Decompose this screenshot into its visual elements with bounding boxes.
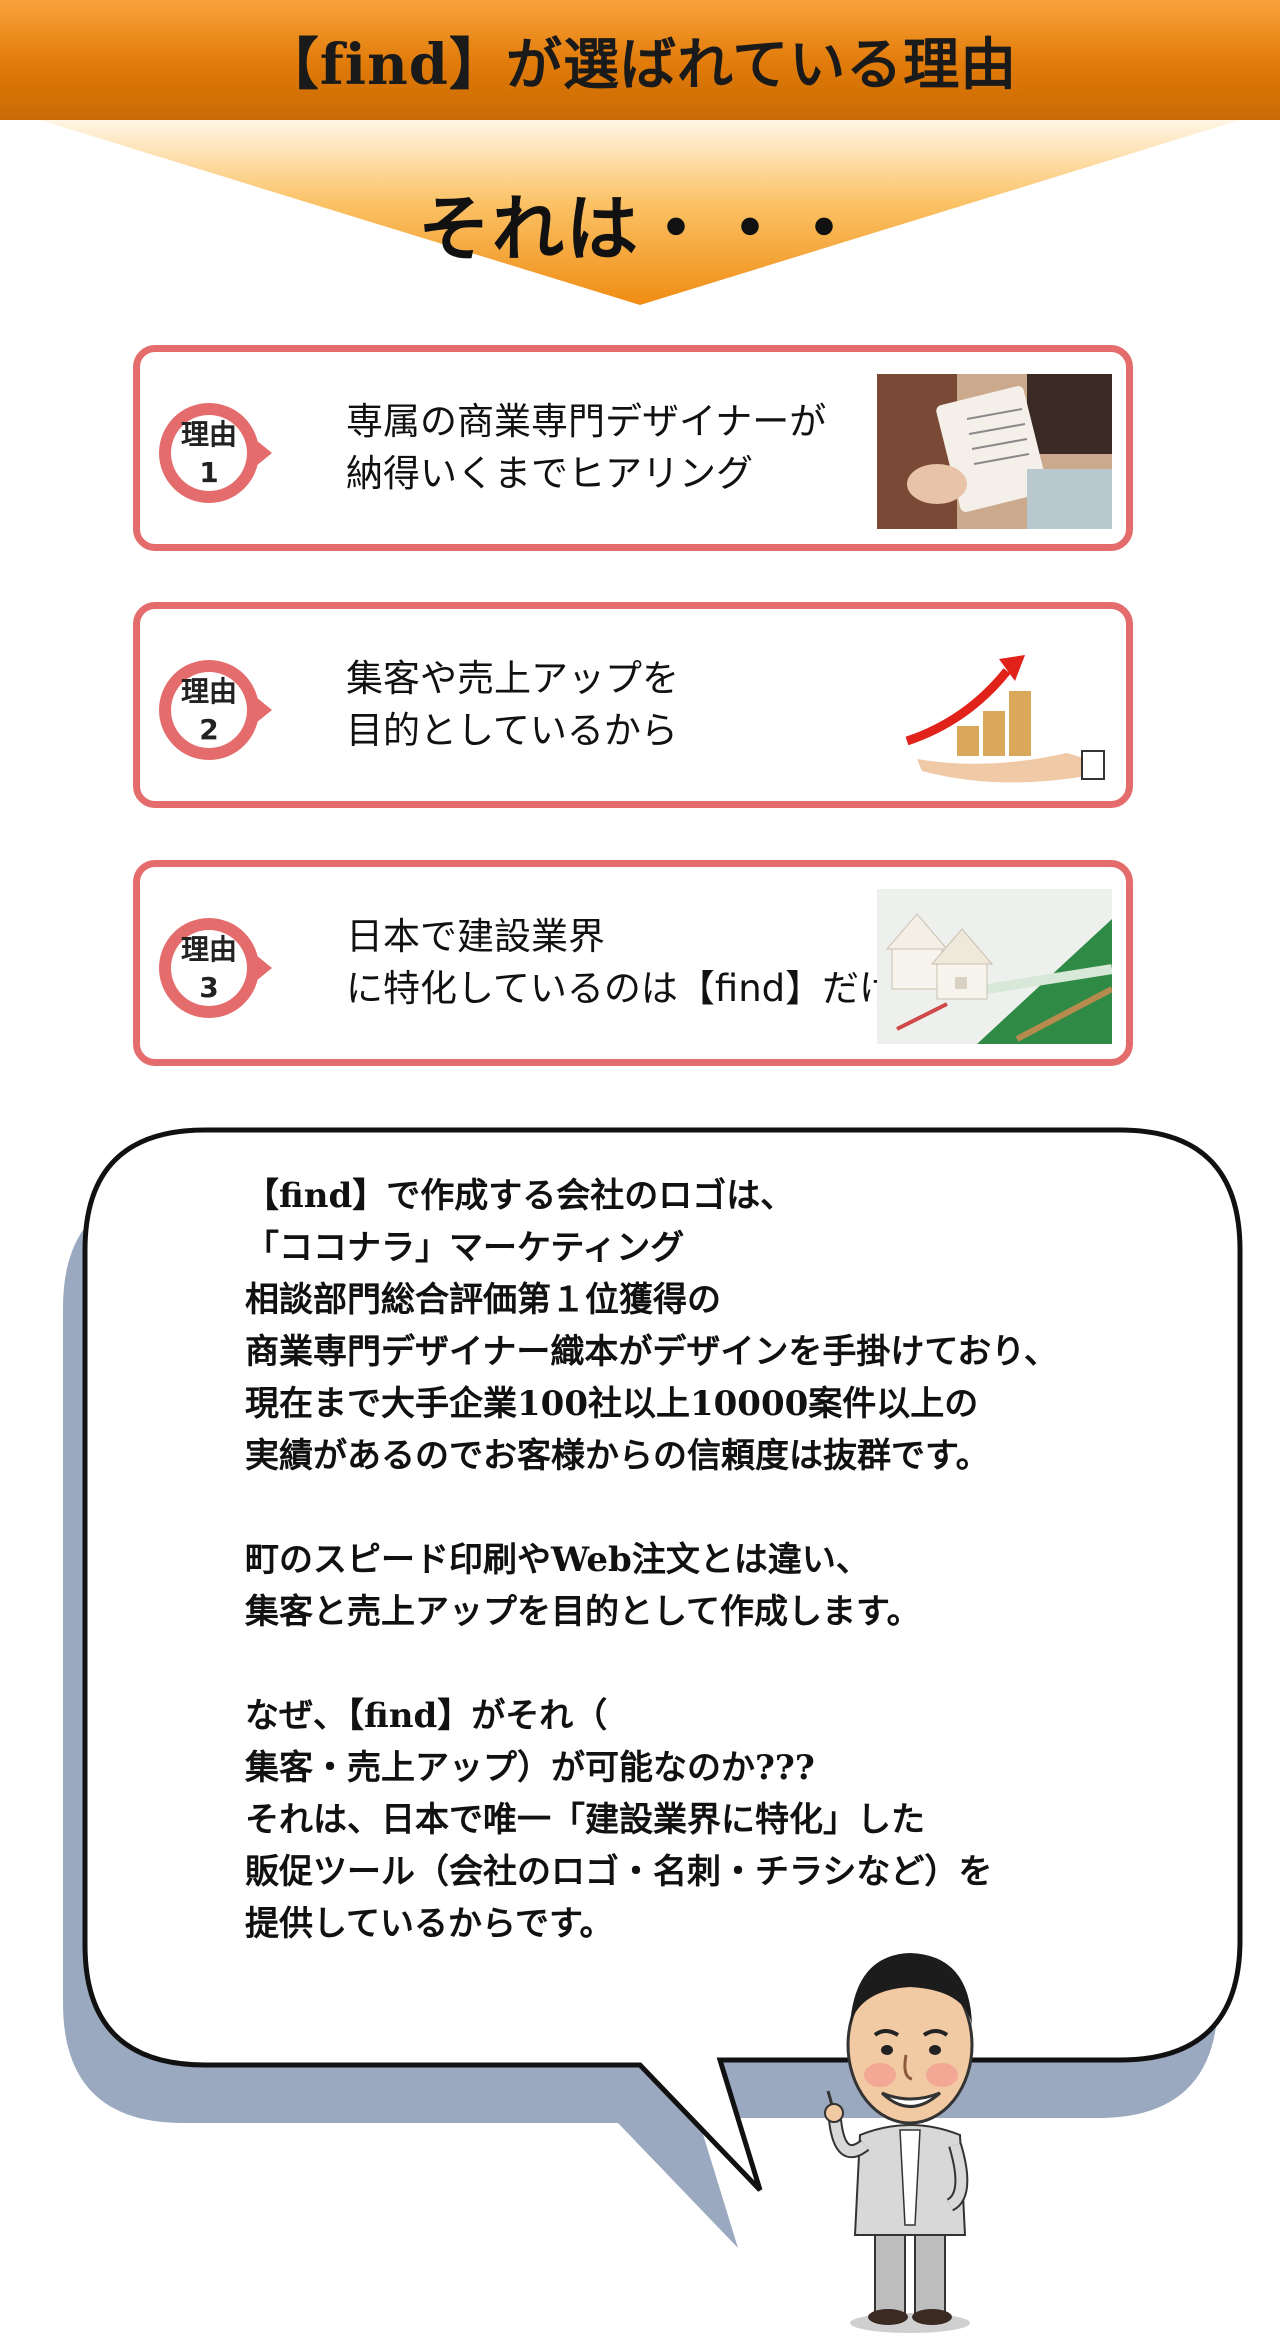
reason-text-2: 集客や売上アップを 目的としているから (346, 657, 679, 752)
intro-triangle (40, 120, 1240, 305)
reason-text-3: 日本で建設業界 に特化しているのは【find】だけ (346, 915, 897, 1010)
reason-badge-2: 理由 2 (154, 655, 294, 765)
character-illustration (824, 1953, 974, 2333)
growth-chart-photo (877, 631, 1112, 786)
intro-text: それは・・・ (417, 187, 862, 271)
reason-badge-1: 理由 1 (154, 398, 294, 508)
header-bar: 【find】が選ばれている理由 (0, 0, 1280, 120)
hearing-photo (877, 374, 1112, 529)
reason-card-3: 理由 3 日本で建設業界 に特化しているのは【find】だけ (133, 860, 1133, 1066)
reason-card-1: 理由 1 専属の商業専門デザイナーが 納得いくまでヒアリング (133, 345, 1133, 551)
reason-text-1: 専属の商業専門デザイナーが 納得いくまでヒアリング (346, 400, 827, 495)
bubble-text: 【find】で作成する会社のロゴは、 「ココナラ」マーケティング 相談部門総合評… (245, 1176, 1058, 1944)
reason-card-2: 理由 2 集客や売上アップを 目的としているから (133, 602, 1133, 808)
reason-badge-3: 理由 3 (154, 913, 294, 1023)
page-title: 【find】が選ばれている理由 (262, 31, 1018, 98)
house-blueprint-photo (877, 889, 1112, 1044)
